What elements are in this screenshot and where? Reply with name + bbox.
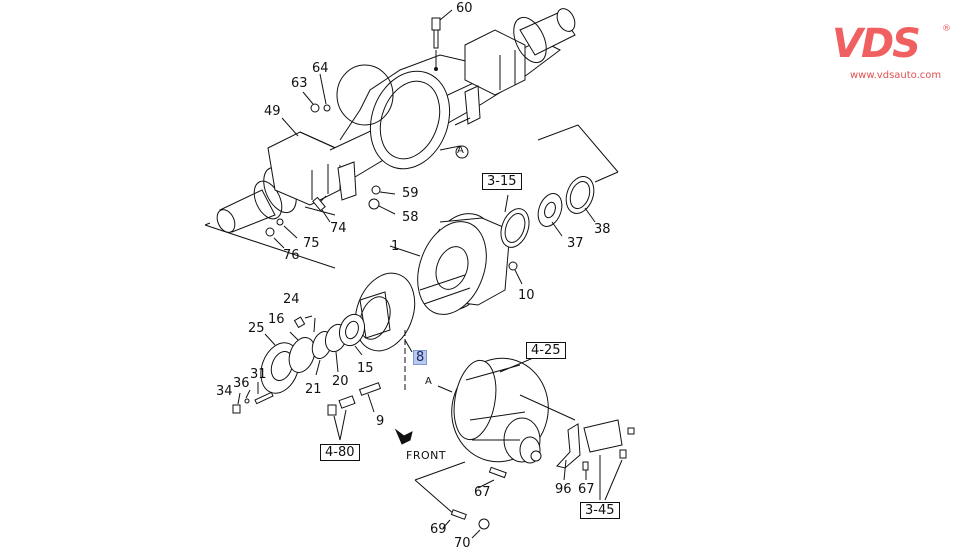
callout-63[interactable]: 63 — [291, 76, 308, 91]
callout-67-carrier[interactable]: 67 — [474, 485, 491, 500]
callout-60[interactable]: 60 — [456, 1, 473, 16]
callout-8-selected[interactable]: 8 — [413, 350, 428, 365]
front-arrow-icon — [394, 428, 413, 445]
parts-37-38-bearings[interactable] — [496, 124, 619, 285]
hub-bearing-parts[interactable] — [232, 311, 382, 441]
callout-49[interactable]: 49 — [264, 104, 281, 119]
callout-96[interactable]: 96 — [555, 482, 572, 497]
callout-21[interactable]: 21 — [305, 382, 322, 397]
callout-31[interactable]: 31 — [250, 367, 267, 382]
callout-70[interactable]: 70 — [454, 536, 471, 551]
callout-76[interactable]: 76 — [283, 248, 300, 263]
logo-wordmark: VDS — [832, 21, 921, 67]
callout-a-housing[interactable]: A — [457, 145, 464, 156]
differential-carrier[interactable] — [414, 347, 576, 539]
callout-25[interactable]: 25 — [248, 321, 265, 336]
small-fasteners[interactable] — [204, 73, 469, 269]
callout-69[interactable]: 69 — [430, 522, 447, 537]
callout-20[interactable]: 20 — [332, 374, 349, 389]
callout-24[interactable]: 24 — [283, 292, 300, 307]
callout-36[interactable]: 36 — [233, 376, 250, 391]
callout-37[interactable]: 37 — [567, 236, 584, 251]
front-label: FRONT — [406, 449, 447, 462]
callout-67-bracket[interactable]: 67 — [578, 482, 595, 497]
callout-a-carrier[interactable]: A — [425, 376, 432, 387]
registered-mark: ® — [942, 24, 951, 34]
axle-housing[interactable] — [214, 6, 579, 236]
ref-4-25[interactable]: 4-25 — [526, 342, 566, 359]
ref-3-45[interactable]: 3-45 — [580, 502, 620, 519]
logo-url[interactable]: www.vdsauto.com — [850, 70, 942, 81]
callout-74[interactable]: 74 — [330, 221, 347, 236]
callout-64[interactable]: 64 — [312, 61, 329, 76]
ref-3-15[interactable]: 3-15 — [482, 173, 522, 190]
callout-34[interactable]: 34 — [216, 384, 233, 399]
vds-logo[interactable]: VDS ® www.vdsauto.com — [832, 21, 951, 81]
callout-15[interactable]: 15 — [357, 361, 374, 376]
callout-59[interactable]: 59 — [402, 186, 419, 201]
callout-9[interactable]: 9 — [376, 414, 385, 429]
part-60-breather[interactable] — [431, 9, 453, 71]
brackets-96-345[interactable] — [556, 419, 635, 501]
callout-10[interactable]: 10 — [518, 288, 535, 303]
callout-16[interactable]: 16 — [268, 312, 285, 327]
callout-75[interactable]: 75 — [303, 236, 320, 251]
part-1-hub-drum[interactable] — [406, 203, 511, 324]
callout-58[interactable]: 58 — [402, 210, 419, 225]
callout-38[interactable]: 38 — [594, 222, 611, 237]
callout-1[interactable]: 1 — [391, 239, 400, 254]
ref-4-80[interactable]: 4-80 — [320, 444, 360, 461]
